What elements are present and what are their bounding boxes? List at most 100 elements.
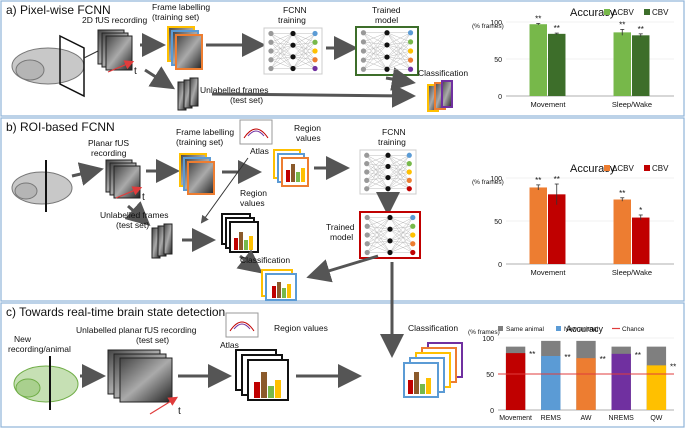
- network-edge: [270, 56, 294, 69]
- panel-b-labelling-line1: Frame labelling: [176, 127, 234, 137]
- panel-a-trained-line1: Trained: [372, 5, 401, 15]
- network-edge: [387, 171, 410, 178]
- network-edge: [387, 163, 410, 167]
- network-edge: [389, 226, 413, 230]
- panel-a-arrow: [144, 66, 176, 90]
- network-node: [385, 174, 391, 181]
- network-edge: [292, 56, 316, 60]
- network-edge: [270, 33, 294, 57]
- network-node: [385, 186, 391, 192]
- network-edge: [387, 155, 410, 189]
- legend-swatch: [604, 165, 610, 171]
- panel-c-new-line1: New: [14, 334, 32, 344]
- network-edge: [292, 33, 316, 57]
- network-edge: [292, 44, 316, 52]
- network-edge: [270, 50, 294, 58]
- panel-a-unlabelled-frames: [177, 77, 199, 111]
- network-edge: [366, 180, 389, 189]
- network-edge: [387, 166, 410, 181]
- bar: [613, 32, 631, 96]
- y-tick-label: 0: [490, 408, 494, 415]
- network-edge: [292, 50, 316, 69]
- network-edge: [363, 32, 388, 61]
- network-node: [384, 54, 390, 60]
- network-edge: [367, 228, 391, 236]
- network-node: [387, 249, 393, 256]
- panel-a-title: a) Pixel-wise FCNN: [6, 3, 111, 17]
- network-node: [312, 48, 318, 54]
- significance-label: **: [529, 350, 535, 359]
- network-edge: [387, 163, 410, 178]
- panel-b-atlas-icon: [239, 119, 273, 145]
- network-node: [364, 232, 370, 238]
- network-node: [407, 30, 414, 36]
- legend-swatch: [644, 9, 650, 15]
- network-edge: [366, 166, 389, 189]
- x-tick-label: NREMS: [609, 415, 635, 422]
- network-node: [364, 241, 370, 247]
- panel-b-labelled-frames: [179, 153, 215, 195]
- network-node: [410, 232, 416, 238]
- network-edge: [366, 166, 389, 173]
- network-node: [364, 177, 370, 183]
- network-edge: [386, 32, 411, 43]
- panel-b-arrow: [124, 201, 151, 226]
- panel-b-fus-stack: t: [105, 159, 145, 203]
- network-edge: [292, 59, 316, 69]
- panel-c-time-label: t: [178, 406, 181, 417]
- network-edge: [292, 42, 316, 46]
- network-edge: [389, 226, 413, 253]
- bar-new-animal: [505, 353, 526, 410]
- legend-label: CBV: [652, 8, 669, 17]
- network-node: [268, 57, 274, 63]
- network-node: [410, 249, 416, 256]
- network-edge: [386, 44, 411, 61]
- panel-b-classified-frames: [261, 269, 297, 301]
- network-node: [406, 186, 412, 192]
- significance-label: **: [670, 362, 676, 371]
- y-tick-label: 50: [494, 219, 502, 226]
- network-edge: [367, 243, 391, 253]
- legend-label: CBV: [652, 164, 669, 173]
- network-node: [406, 169, 412, 175]
- network-icon: [360, 30, 414, 72]
- network-edge: [366, 155, 389, 181]
- network-edge: [363, 59, 388, 70]
- network-node: [312, 30, 318, 37]
- network-edge: [386, 56, 411, 61]
- network-edge: [270, 59, 294, 69]
- x-tick-label: Movement: [530, 100, 566, 109]
- chart-ylabel: (% frames): [472, 179, 504, 186]
- x-tick-label: REMS: [541, 415, 562, 422]
- network-edge: [389, 228, 413, 244]
- panel-a-fcnn-line2: training: [278, 15, 306, 25]
- network-edge: [292, 42, 316, 69]
- network-edge: [363, 32, 388, 70]
- network-edge: [389, 226, 413, 242]
- panel-a-unlabelled-line1: Unlabelled frames: [200, 85, 269, 95]
- network-edge: [367, 240, 391, 244]
- network-icon: [268, 30, 318, 72]
- x-tick-label: QW: [650, 415, 662, 422]
- panel-c-atlas-label: Atlas: [220, 340, 239, 350]
- network-node: [410, 223, 416, 229]
- significance-label: *: [639, 206, 642, 215]
- network-edge: [366, 155, 389, 164]
- bar: [632, 35, 650, 96]
- network-edge: [363, 44, 388, 70]
- network-node: [360, 57, 367, 63]
- panel-c-new-line2: recording/animal: [8, 344, 71, 354]
- network-node: [290, 42, 296, 48]
- panel-b-atlas-arrow: [200, 157, 249, 224]
- network-node: [268, 30, 274, 37]
- network-edge: [270, 56, 294, 60]
- network-node: [364, 169, 370, 175]
- panel-b-arrow: [306, 254, 379, 283]
- panel-b-fcnn-line2: training: [378, 137, 406, 147]
- network-edge: [367, 217, 391, 227]
- network-node: [290, 65, 296, 72]
- significance-label: **: [564, 353, 570, 362]
- panel-b-frame: [0, 117, 685, 302]
- network-edge: [386, 41, 411, 70]
- network-edge: [367, 228, 391, 253]
